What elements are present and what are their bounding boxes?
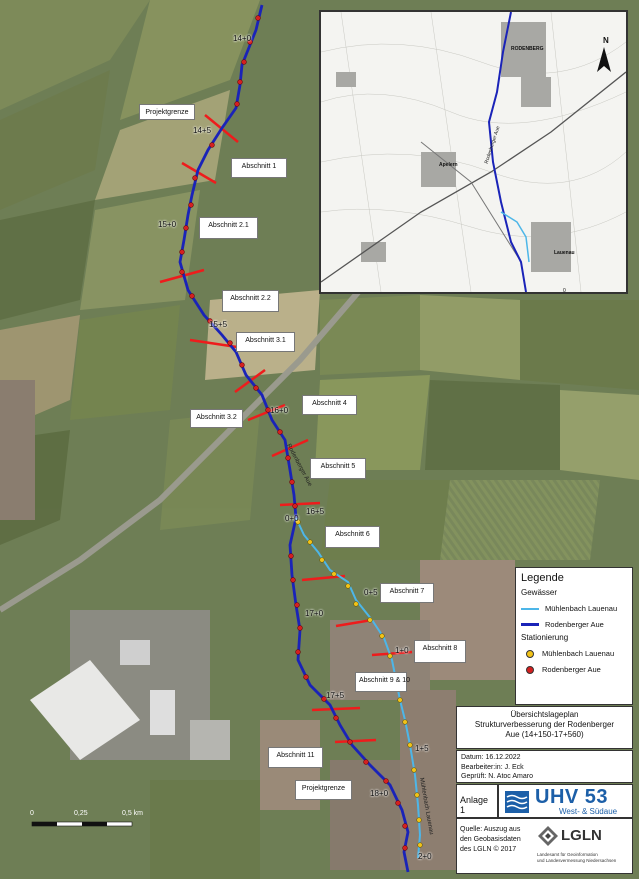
stations-rodenberger [179, 15, 408, 851]
legend-item-rodenberger: Rodenberger Aue [521, 620, 627, 629]
legend-label: Mühlenbach Lauenau [545, 604, 618, 613]
station-label: 18+0 [370, 789, 389, 798]
legend-label: Rodenberger Aue [542, 665, 601, 674]
overview-inset-map: RODENBERG Apelern Lauenau Rodenberger Au… [319, 10, 628, 294]
legend-line-light-blue [521, 607, 539, 610]
river-rodenberger-aue [178, 4, 410, 873]
river-muehlenbach-lauenau [295, 517, 422, 859]
label-abschnitt-2-1: Abschnitt 2.1 [199, 217, 258, 239]
legend-item-muehlenbach: Mühlenbach Lauenau [521, 604, 627, 613]
anlage-box: Anlage 1 [456, 784, 498, 818]
label-abschnitt-11: Abschnitt 11 [268, 747, 323, 768]
town-lauenau [330, 560, 515, 870]
label-projektgrenze-top: Projektgrenze [139, 104, 195, 120]
plan-title-box: Übersichtslageplan Strukturverbesserung … [456, 706, 633, 749]
plan-title-line2: Strukturverbesserung der Rodenberger [474, 720, 615, 729]
label-abschnitt-6: Abschnitt 6 [325, 526, 380, 548]
inset-town-lauenau: Lauenau [554, 250, 575, 256]
uhv-waves-icon [505, 791, 529, 813]
section-lines [159, 114, 413, 744]
plan-title-line3: Aue (14+150-17+560) [505, 730, 584, 739]
inset-town-rodenberg: RODENBERG [511, 46, 544, 52]
inset-north-label: N [603, 36, 609, 45]
scale-label-end: 0,5 km [122, 810, 144, 817]
uhv-logo: UHV 53 West- & Südaue [498, 784, 633, 818]
lgln-logo-icon [538, 826, 558, 846]
field-patches [0, 0, 639, 560]
station-label: 17+5 [326, 691, 345, 700]
station-label: 15+5 [209, 320, 228, 329]
station-label: 1+5 [415, 744, 429, 753]
uhv-subtitle: West- & Südaue [559, 807, 618, 816]
scale-bar [31, 821, 133, 827]
station-label: 14+0 [233, 34, 252, 43]
legend-item-st-rodenberger: Rodenberger Aue [521, 665, 627, 674]
plan-checker: Geprüft: N. Atoc Amaro [461, 773, 533, 780]
lgln-sub1: Landesamt für Geoinformation [537, 852, 598, 857]
inset-town-apelern: Apelern [439, 162, 458, 168]
lgln-title: LGLN [561, 827, 602, 844]
uhv-title: UHV 53 [535, 786, 609, 808]
station-label: 14+5 [193, 126, 212, 135]
station-label: 15+0 [158, 220, 177, 229]
scale-label-mid: 0,25 [74, 810, 88, 817]
label-abschnitt-8: Abschnitt 8 [414, 640, 466, 663]
legend-label: Rodenberger Aue [545, 620, 604, 629]
label-abschnitt-4: Abschnitt 4 [302, 395, 357, 415]
scale-label-zero: 0 [30, 810, 34, 817]
label-abschnitt-2-2: Abschnitt 2.2 [222, 290, 279, 312]
legend-stationierung: Stationierung [521, 633, 569, 642]
source-line3: des LGLN © 2017 [460, 846, 517, 853]
inset-river-muehlenbach [500, 211, 530, 263]
village-left [0, 380, 35, 520]
label-projektgrenze-bottom: Projektgrenze [295, 780, 352, 800]
legend: Legende Gewässer Mühlenbach Lauenau Rode… [515, 567, 633, 705]
source-text: Quelle: Auszug aus den Geobasisdaten des… [460, 825, 521, 855]
station-label: 0+0 [285, 514, 299, 523]
inset-zero-label: 0 [563, 288, 566, 294]
legend-item-st-muehlenbach: Mühlenbach Lauenau [521, 649, 627, 658]
source-line2: den Geobasisdaten [460, 836, 521, 843]
legend-line-dark-blue [521, 623, 539, 626]
station-label: 17+0 [305, 609, 324, 618]
station-label: 1+0 [395, 646, 409, 655]
legend-dot-red [526, 665, 534, 674]
plan-author: Bearbeiter:in: J. Eck [461, 763, 524, 771]
road [0, 288, 363, 613]
plan-title-line1: Übersichtslageplan [510, 710, 579, 719]
legend-label: Mühlenbach Lauenau [542, 649, 615, 658]
station-label: 16+0 [270, 406, 289, 415]
legend-gewaesser: Gewässer [521, 588, 558, 597]
legend-dot-yellow [526, 649, 534, 658]
label-abschnitt-1: Abschnitt 1 [231, 158, 287, 178]
lgln-sub2: und Landesvermessung Niedersachsen [537, 858, 617, 863]
label-abschnitt-7: Abschnitt 7 [380, 583, 434, 603]
label-abschnitt-9-10: Abschnitt 9 & 10 [355, 672, 410, 692]
source-box: Quelle: Auszug aus den Geobasisdaten des… [456, 818, 633, 874]
label-abschnitt-3-2: Abschnitt 3.2 [190, 409, 243, 428]
north-arrow-icon [597, 47, 611, 72]
station-label: 16+5 [306, 507, 325, 516]
industrial-area [30, 610, 230, 760]
source-line1: Quelle: Auszug aus [460, 826, 521, 833]
legend-title: Legende [521, 572, 564, 584]
plan-date: Datum: 16.12.2022 [461, 754, 521, 761]
anlage-label: Anlage 1 [460, 795, 489, 815]
station-label: 2+0 [418, 852, 432, 861]
inset-river-rodenberger [487, 12, 527, 292]
label-abschnitt-5: Abschnitt 5 [310, 458, 366, 479]
station-label: 0+5 [364, 588, 378, 597]
plan-meta-box: Datum: 16.12.2022 Bearbeiter:in: J. Eck … [456, 750, 633, 783]
label-abschnitt-3-1: Abschnitt 3.1 [236, 332, 295, 352]
